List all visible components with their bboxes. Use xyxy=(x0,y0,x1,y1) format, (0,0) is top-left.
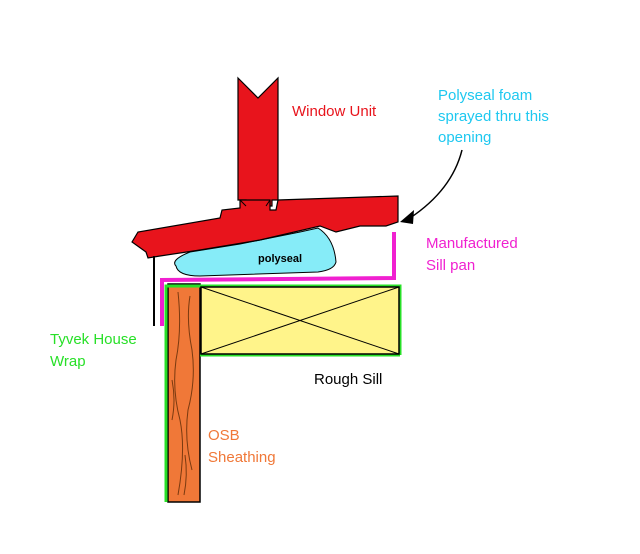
rough-sill-block xyxy=(200,286,400,355)
polyseal-foam xyxy=(174,227,337,277)
polyseal-note-line1: Polyseal foam xyxy=(438,87,532,104)
sill-pan-label-line2: Sill pan xyxy=(426,257,475,274)
tyvek-label-line2: Wrap xyxy=(50,353,86,370)
polyseal-label: polyseal xyxy=(258,253,302,265)
polyseal-note-line3: opening xyxy=(438,129,491,146)
tyvek-label-line1: Tyvek House xyxy=(50,331,137,348)
osb-sheathing xyxy=(167,283,201,503)
sill-pan xyxy=(160,232,396,326)
tyvek-house-wrap xyxy=(164,284,402,502)
osb-label-line1: OSB xyxy=(208,427,240,444)
rough-sill-label: Rough Sill xyxy=(314,371,382,388)
window-unit-label: Window Unit xyxy=(292,103,377,120)
polyseal-note-line2: sprayed thru this xyxy=(438,108,549,125)
window-unit xyxy=(131,76,399,326)
polyseal-arrow xyxy=(400,149,463,224)
sill-pan-label-line1: Manufactured xyxy=(426,235,518,252)
osb-label-line2: Sheathing xyxy=(208,449,276,466)
